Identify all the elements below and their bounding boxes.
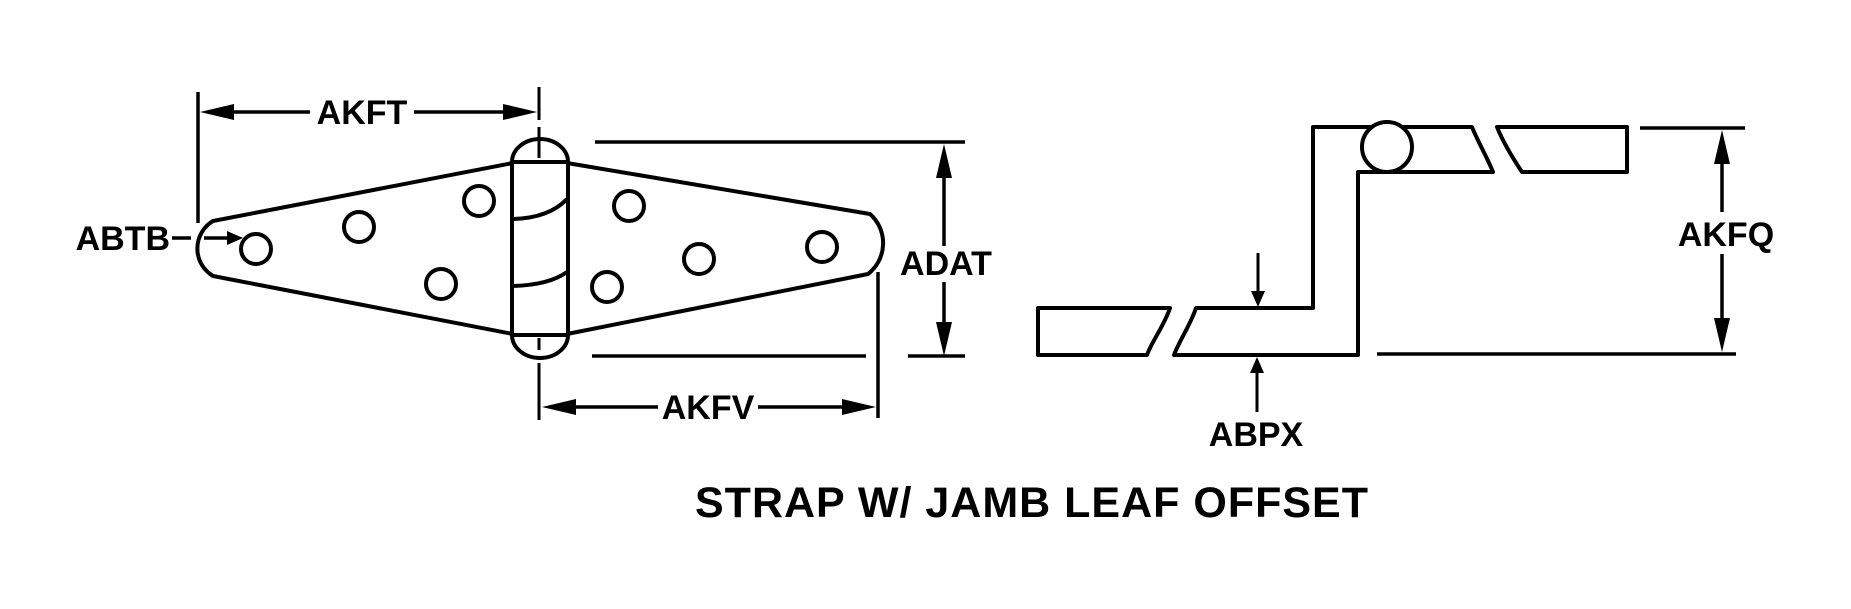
pin-knuckle-circle: [1360, 120, 1414, 174]
akfq-label: AKFQ: [1678, 216, 1774, 254]
abpx-arrowhead-down: [1251, 291, 1265, 307]
jamb-leaf-broken-segment: [1495, 125, 1629, 174]
abtb-label: ABTB: [76, 220, 170, 258]
offset-profile: [1172, 125, 1495, 357]
dimension-akfq: AKFQ: [1377, 126, 1774, 356]
screw-hole: [612, 189, 646, 223]
dimension-akfv: AKFV: [542, 272, 880, 427]
side-view: AKFQ ABPX: [1036, 120, 1774, 454]
barrel-body: [510, 160, 570, 337]
akfv-arrowhead-right: [842, 399, 876, 415]
adat-arrowhead-up: [936, 144, 952, 178]
screw-hole: [590, 270, 624, 304]
knuckle-arc-lower: [512, 270, 569, 288]
screw-hole: [462, 184, 496, 218]
akfv-arrowhead-left: [542, 399, 576, 415]
akft-arrowhead-right: [503, 104, 537, 120]
screw-hole: [805, 230, 839, 264]
screw-holes: [239, 184, 839, 304]
abpx-label: ABPX: [1209, 416, 1304, 454]
dimension-akft: AKFT: [196, 92, 537, 223]
drawing-title: STRAP W/ JAMB LEAF OFFSET: [695, 479, 1369, 527]
right-strap-leaf: [565, 161, 886, 336]
akfq-arrowhead-up: [1714, 130, 1730, 164]
abtb-arrowhead: [227, 231, 243, 245]
abpx-arrowhead-up: [1250, 357, 1264, 373]
callout-abtb: ABTB: [76, 220, 243, 258]
adat-arrowhead-down: [936, 322, 952, 356]
akfq-arrowhead-down: [1714, 318, 1730, 352]
akft-label: AKFT: [317, 94, 408, 132]
akfv-label: AKFV: [662, 389, 755, 427]
strap-leaf-broken-segment: [1036, 306, 1172, 357]
dimension-abpx: ABPX: [1209, 253, 1304, 454]
screw-hole: [682, 242, 716, 276]
screw-hole: [239, 232, 273, 266]
akft-arrowhead-left: [200, 104, 234, 120]
dimension-adat: ADAT: [592, 140, 992, 358]
front-view: AKFT ABTB ADAT AKFV: [76, 87, 992, 427]
screw-hole: [342, 210, 376, 244]
knuckle-arc-upper: [512, 197, 569, 221]
screw-hole: [424, 267, 458, 301]
adat-label: ADAT: [900, 245, 992, 283]
